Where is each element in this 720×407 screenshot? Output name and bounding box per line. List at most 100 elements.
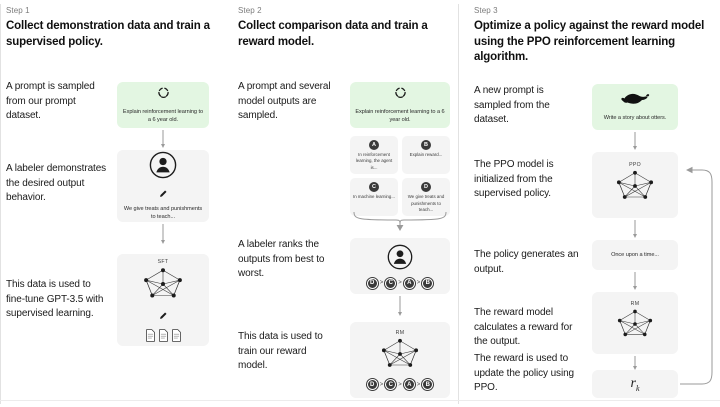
rank-separator: > (379, 280, 384, 286)
rank-pill: A (402, 276, 416, 290)
step-3-prompt-card[interactable]: Write a story about otters. (592, 84, 678, 130)
neural-network-icon (378, 337, 422, 376)
step-1-labeler-card[interactable]: We give treats and punishments to teach.… (117, 150, 209, 222)
step-3-reward-card[interactable]: rk (592, 370, 678, 398)
rank-separator: > (379, 381, 384, 388)
step-2-ranking-card[interactable]: D > C > A > B (350, 238, 450, 294)
step-2-caption-3: This data is used to train our reward mo… (238, 331, 323, 371)
step-2-rm-label: RM (395, 330, 405, 336)
output-text: In reinforcement learning, the agent is.… (355, 152, 393, 170)
step-1-labeler-text: We give treats and punishments to teach.… (123, 205, 203, 220)
rank-pill: C (384, 276, 398, 290)
step-2-rm-ranking-row: D > C > A > B (365, 378, 435, 391)
step-2-caption-1: A prompt and several model outputs are s… (238, 81, 331, 121)
step-1-prompt-card[interactable]: Explain reinforcement learning to a 6 ye… (117, 82, 209, 128)
step-3-caption-5: The reward is used to update the policy … (474, 353, 574, 393)
rank-pill: B (421, 276, 435, 290)
step-2-collect-brace (350, 210, 450, 238)
output-badge: C (369, 182, 379, 193)
reward-symbol: rk (630, 376, 639, 393)
step-3-caption-1: A new prompt is sampled from the dataset… (474, 85, 550, 125)
output-badge: D (421, 182, 431, 193)
column-divider-1 (0, 4, 1, 404)
step-1-prompt-text: Explain reinforcement learning to a 6 ye… (122, 108, 204, 123)
step-1-arrow-2 (117, 224, 209, 244)
step-1-header: Step 1 Collect demonstration data and tr… (0, 0, 222, 50)
rank-pill: D (365, 378, 379, 391)
step-1-sft-card[interactable]: SFT (117, 254, 209, 346)
otter-icon (620, 91, 650, 110)
pencil-icon (158, 186, 168, 204)
rank-separator: > (416, 280, 421, 286)
rank-pill: C (384, 378, 398, 391)
step-2-prompt-card[interactable]: Explain reinforcement learning to a 6 ye… (350, 82, 450, 128)
step-3-prompt-text: Write a story about otters. (603, 115, 667, 122)
document-icon (145, 328, 155, 342)
step-3-arrow-4 (592, 356, 678, 370)
step-3-ppo-label: PPO (629, 162, 641, 168)
step-3-output-card[interactable]: Once upon a time... (592, 240, 678, 270)
step-1-sft-label: SFT (157, 258, 169, 265)
output-badge: A (369, 140, 379, 150)
step-2-title: Collect comparison data and train a rewa… (238, 20, 428, 48)
neural-network-icon (614, 308, 656, 345)
pencil-icon (158, 308, 168, 326)
document-icon (171, 328, 181, 342)
step-3-arrow-3 (592, 272, 678, 290)
step-2-ranking-row: D > C > A > B (365, 276, 435, 290)
step-2-rm-card[interactable]: RM D > C (350, 322, 450, 398)
rank-separator: > (416, 381, 421, 388)
output-text: We give treats and punishments to teach.… (407, 194, 445, 212)
document-icon (158, 328, 168, 342)
rank-separator: > (398, 280, 402, 286)
output-text: In machine learning... (353, 194, 395, 200)
output-card-b[interactable]: B Explain reward... (402, 136, 450, 175)
loop-icon (394, 86, 407, 104)
step-1-label: Step 1 (6, 6, 30, 15)
step-2-caption-2: A labeler ranks the outputs from best to… (238, 239, 325, 279)
step-3-caption-4: The reward model calculates a reward for… (474, 307, 573, 347)
step-2-outputs-grid: A In reinforcement learning, the agent i… (350, 136, 450, 217)
step-3-rm-card[interactable]: RM (592, 292, 678, 354)
output-card-a[interactable]: A In reinforcement learning, the agent i… (350, 136, 398, 175)
output-card-c[interactable]: C In machine learning... (350, 178, 398, 217)
step-3-label: Step 3 (474, 6, 498, 15)
step-3-output-text: Once upon a time... (611, 251, 659, 258)
step-3-rm-label: RM (630, 301, 640, 307)
person-icon (149, 151, 177, 184)
rank-pill: A (402, 378, 416, 391)
output-card-d[interactable]: D We give treats and punishments to teac… (402, 178, 450, 217)
step-1-caption-3: This data is used to fine-tune GPT-3.5 w… (6, 279, 104, 319)
output-badge: B (421, 140, 431, 150)
step-2-column: Step 2 Collect comparison data and train… (230, 0, 458, 407)
step-1-caption-1: A prompt is sampled from our prompt data… (6, 81, 95, 121)
output-text: Explain reward... (409, 152, 443, 157)
bottom-rule (0, 400, 720, 401)
rank-pill: B (421, 378, 435, 391)
step-3-caption-2: The PPO model is initialized from the su… (474, 159, 554, 199)
loop-icon (157, 86, 170, 104)
step-3-column: Step 3 Optimize a policy against the rew… (466, 0, 720, 407)
step-1-caption-2: A labeler demonstrates the desired outpu… (6, 163, 107, 203)
rank-pill: D (365, 276, 379, 290)
step-1-arrow-1 (117, 130, 209, 148)
step-1-title: Collect demonstration data and train a s… (6, 20, 210, 48)
feedback-loop-arrow (678, 160, 720, 386)
step-2-arrow-1 (350, 296, 450, 316)
step-3-header: Step 3 Optimize a policy against the rew… (466, 0, 720, 66)
reward-symbol-base: r (630, 375, 636, 391)
step-2-header: Step 2 Collect comparison data and train… (230, 0, 458, 50)
step-3-caption-3: The policy generates an output. (474, 249, 579, 275)
step-3-arrow-1 (592, 132, 678, 150)
document-icons (145, 328, 182, 342)
step-2-label: Step 2 (238, 6, 262, 15)
person-icon (387, 244, 413, 275)
neural-network-icon (140, 266, 186, 307)
step-1-column: Step 1 Collect demonstration data and tr… (0, 0, 222, 407)
rank-separator: > (398, 381, 402, 388)
column-divider-2 (458, 4, 459, 404)
step-3-title: Optimize a policy against the reward mod… (474, 20, 705, 64)
step-3-arrow-2 (592, 220, 678, 238)
step-3-ppo-card[interactable]: PPO (592, 152, 678, 218)
